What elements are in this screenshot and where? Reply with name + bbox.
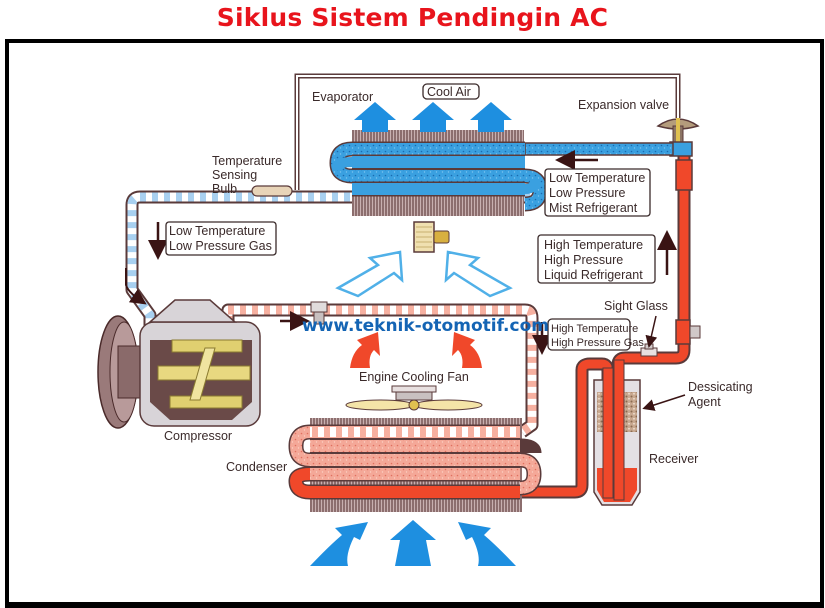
cool-air-arrow-1 <box>354 102 396 132</box>
ambient-air-arrows <box>310 520 516 566</box>
evaporator <box>329 130 548 216</box>
air-arrow-2 <box>390 520 436 566</box>
label-expansion-valve: Expansion valve <box>578 98 669 112</box>
label-dessicating-agent-2: Agent <box>688 395 721 409</box>
heat-arrow-left <box>350 332 380 368</box>
cool-air-arrow-3 <box>470 102 512 132</box>
discharge-state-line-1: High Temperature <box>551 323 638 335</box>
intake-air-arrows <box>335 250 513 298</box>
liquid-state-line-2: High Pressure <box>544 253 623 267</box>
discharge-state-box <box>547 318 631 351</box>
evap-state-line-1: Low Temperature <box>549 171 645 185</box>
liquid-state-box <box>537 234 656 284</box>
discharge-line <box>221 303 539 438</box>
label-sensing-bulb-2: Sensing <box>212 168 257 182</box>
cool-air-arrows <box>354 102 512 132</box>
intake-arrow-right <box>444 250 513 298</box>
heat-arrows <box>350 332 482 368</box>
label-condenser: Condenser <box>226 460 287 474</box>
suction-line <box>125 190 530 338</box>
watermark[interactable]: www.teknik-otomotif.com <box>302 316 549 336</box>
label-evaporator: Evaporator <box>312 90 373 104</box>
condenser <box>288 418 542 512</box>
suction-state-line-1: Low Temperature <box>169 224 265 238</box>
badge-cool-air: Cool Air <box>427 85 471 99</box>
capillary-tube <box>294 73 681 190</box>
service-port <box>310 301 328 325</box>
liquid-state-line-1: High Temperature <box>544 238 643 252</box>
compressor <box>97 299 261 429</box>
label-dessicating-agent-1: Dessicating <box>688 380 753 394</box>
liquid-state-line-3: Liquid Refrigerant <box>544 268 643 282</box>
diagram-title: Siklus Sistem Pendingin AC <box>216 3 609 32</box>
heat-arrow-right <box>452 332 482 368</box>
flow-arrow-into-compressor <box>125 268 147 305</box>
suction-state-box <box>165 221 277 256</box>
air-arrow-3 <box>458 522 516 566</box>
engine-cooling-fan <box>345 385 483 411</box>
evap-state-line-3: Mist Refrigerant <box>549 201 638 215</box>
hp-service-port <box>689 325 701 339</box>
evap-state-line-2: Low Pressure <box>549 186 625 200</box>
cool-air-arrow-2 <box>412 102 454 132</box>
intake-arrow-left <box>335 250 404 298</box>
evap-state-box <box>544 168 651 217</box>
label-compressor: Compressor <box>164 429 232 443</box>
air-arrow-1 <box>310 522 368 566</box>
cool-air-badge-box <box>422 83 480 100</box>
evaporator-inlet-line <box>524 142 674 156</box>
label-sensing-bulb-1: Temperature <box>212 154 282 168</box>
label-receiver: Receiver <box>649 452 698 466</box>
expansion-valve <box>656 118 700 157</box>
pointer-sight-glass <box>645 315 658 348</box>
flow-arrows <box>125 150 686 411</box>
label-engine-cooling-fan: Engine Cooling Fan <box>359 370 469 384</box>
blower-fan <box>413 221 450 253</box>
sensing-bulb <box>251 185 293 197</box>
pointer-dessicant <box>642 394 686 411</box>
discharge-state-line-2: High Pressure Gas <box>551 337 644 349</box>
label-sight-glass: Sight Glass <box>604 299 668 313</box>
label-sensing-bulb-3: Bulb <box>212 182 237 196</box>
suction-state-line-2: Low Pressure Gas <box>169 239 272 253</box>
receiver-drier <box>593 359 641 506</box>
